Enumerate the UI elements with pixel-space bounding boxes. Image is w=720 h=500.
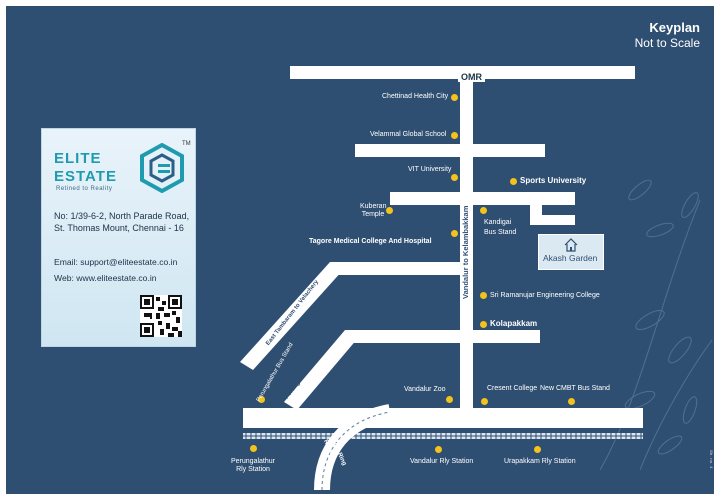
trademark: TM [182, 141, 191, 147]
sports-univ-marker[interactable] [510, 178, 517, 185]
cresent-label: Cresent College [487, 385, 538, 392]
kandigai-label: Kandigai Bus Stand [484, 219, 517, 236]
qr-code-icon [140, 295, 182, 337]
vandalur-zoo-label: Vandalur Zoo [404, 386, 446, 393]
tagore-marker[interactable] [451, 230, 458, 237]
vandalur-zoo-marker[interactable] [446, 396, 453, 403]
road-sports-univ [390, 192, 575, 205]
kandigai-marker[interactable] [480, 207, 487, 214]
new-cmbt-label: New CMBT Bus Stand [540, 385, 610, 392]
side-note: Sh. no. 4 [709, 450, 714, 469]
vit-label: VIT University [408, 166, 452, 173]
vandalur-kelambakkam-road [460, 79, 473, 409]
railway-line [243, 433, 643, 439]
vandalur-road-label: Vandalur to Kelambakkam [461, 205, 470, 299]
new-cmbt-marker[interactable] [568, 398, 575, 405]
kuberan-marker[interactable] [386, 207, 393, 214]
road-kolapakkam [345, 330, 540, 343]
sri-ramanujar-label: Sri Ramanujar Engineering College [490, 292, 600, 299]
sri-ramanujar-marker[interactable] [480, 292, 487, 299]
velammal-marker[interactable] [451, 132, 458, 139]
akash-garden-marker[interactable]: Akash Garden [538, 234, 604, 270]
logo-text-line1: ELITE [54, 150, 102, 167]
chettinad-label: Chettinad Health City [382, 93, 449, 100]
perungalathur-rly-marker[interactable] [250, 445, 257, 452]
sports-univ-label: Sports University [520, 176, 587, 185]
kuberan-label: Kuberan Temple [360, 203, 387, 218]
chettinad-marker[interactable] [451, 94, 458, 101]
akash-garden-label: Akash Garden [543, 253, 598, 263]
road-east-tambaram [240, 262, 343, 370]
road-tagore [330, 262, 473, 275]
perungalathur-rly-label: Perungalathur Rly Station [231, 458, 275, 473]
developer-card: TM ELITE ESTATE Retined to Reality No: 1… [41, 128, 196, 347]
road-perungalathur-kolapakkam [284, 330, 358, 410]
road-akash-spur-h [530, 215, 575, 225]
kolapakkam-marker[interactable] [480, 321, 487, 328]
email[interactable]: Email: support@eliteestate.co.in [54, 257, 178, 267]
cresent-marker[interactable] [481, 398, 488, 405]
gst-road [243, 408, 643, 428]
leaf-decoration-icon [599, 179, 713, 471]
velammal-label: Velammal Global School [370, 131, 447, 138]
omr-road-label: OMR [458, 72, 485, 82]
logo-text-line2: ESTATE [54, 168, 117, 185]
address: No: 1/39-6-2, North Parade Road, St. Tho… [54, 211, 190, 233]
keyplan-title: Keyplan [649, 20, 700, 35]
house-icon [564, 238, 578, 252]
website[interactable]: Web: www.eliteestate.co.in [54, 273, 157, 283]
vandalur-rly-marker[interactable] [435, 446, 442, 453]
road-velammal [355, 144, 545, 157]
urapakkam-rly-label: Urapakkam Rly Station [504, 458, 576, 465]
perungalathur-bus-marker[interactable] [258, 396, 265, 403]
urapakkam-rly-marker[interactable] [534, 446, 541, 453]
kolapakkam-label: Kolapakkam [490, 319, 538, 328]
keyplan-subtitle: Not to Scale [634, 36, 700, 50]
logo-tagline: Retined to Reality [56, 186, 113, 192]
tagore-label: Tagore Medical College And Hospital [309, 238, 432, 245]
vit-marker[interactable] [451, 174, 458, 181]
vandalur-rly-label: Vandalur Rly Station [410, 458, 474, 465]
elite-estate-logo-icon [140, 143, 184, 193]
